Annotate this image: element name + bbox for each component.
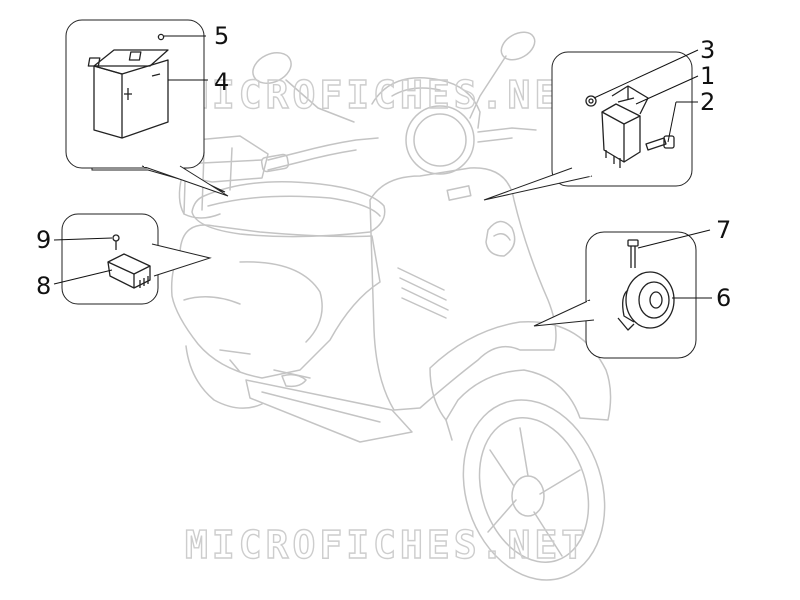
relay-icon	[585, 85, 675, 168]
leader-8	[53, 269, 113, 285]
battery-icon	[87, 33, 169, 139]
control-module-icon	[107, 234, 151, 289]
callout-6: 6	[716, 284, 732, 312]
leader-2a	[667, 101, 677, 143]
module-detail	[53, 213, 212, 305]
battery-detail	[65, 19, 229, 197]
leader-9	[53, 237, 113, 241]
watermark-bottom: MICROFICHES.NET	[185, 523, 588, 567]
watermark-top: MICROFICHES.NET	[185, 73, 588, 117]
leader-7	[637, 229, 711, 249]
callout-1: 1	[700, 62, 716, 90]
relay-detail	[483, 49, 699, 201]
leader-3	[593, 49, 699, 99]
callout-5: 5	[214, 22, 230, 50]
horn-detail	[533, 229, 712, 359]
leader-1	[635, 75, 699, 105]
callout-8: 8	[36, 272, 52, 300]
callout-7: 7	[716, 216, 732, 244]
callout-4: 4	[214, 68, 230, 96]
horn-icon	[617, 239, 675, 331]
callout-9: 9	[36, 226, 52, 254]
callout-3: 3	[700, 36, 716, 64]
callout-2: 2	[700, 88, 716, 116]
scooter-outline	[170, 31, 612, 581]
